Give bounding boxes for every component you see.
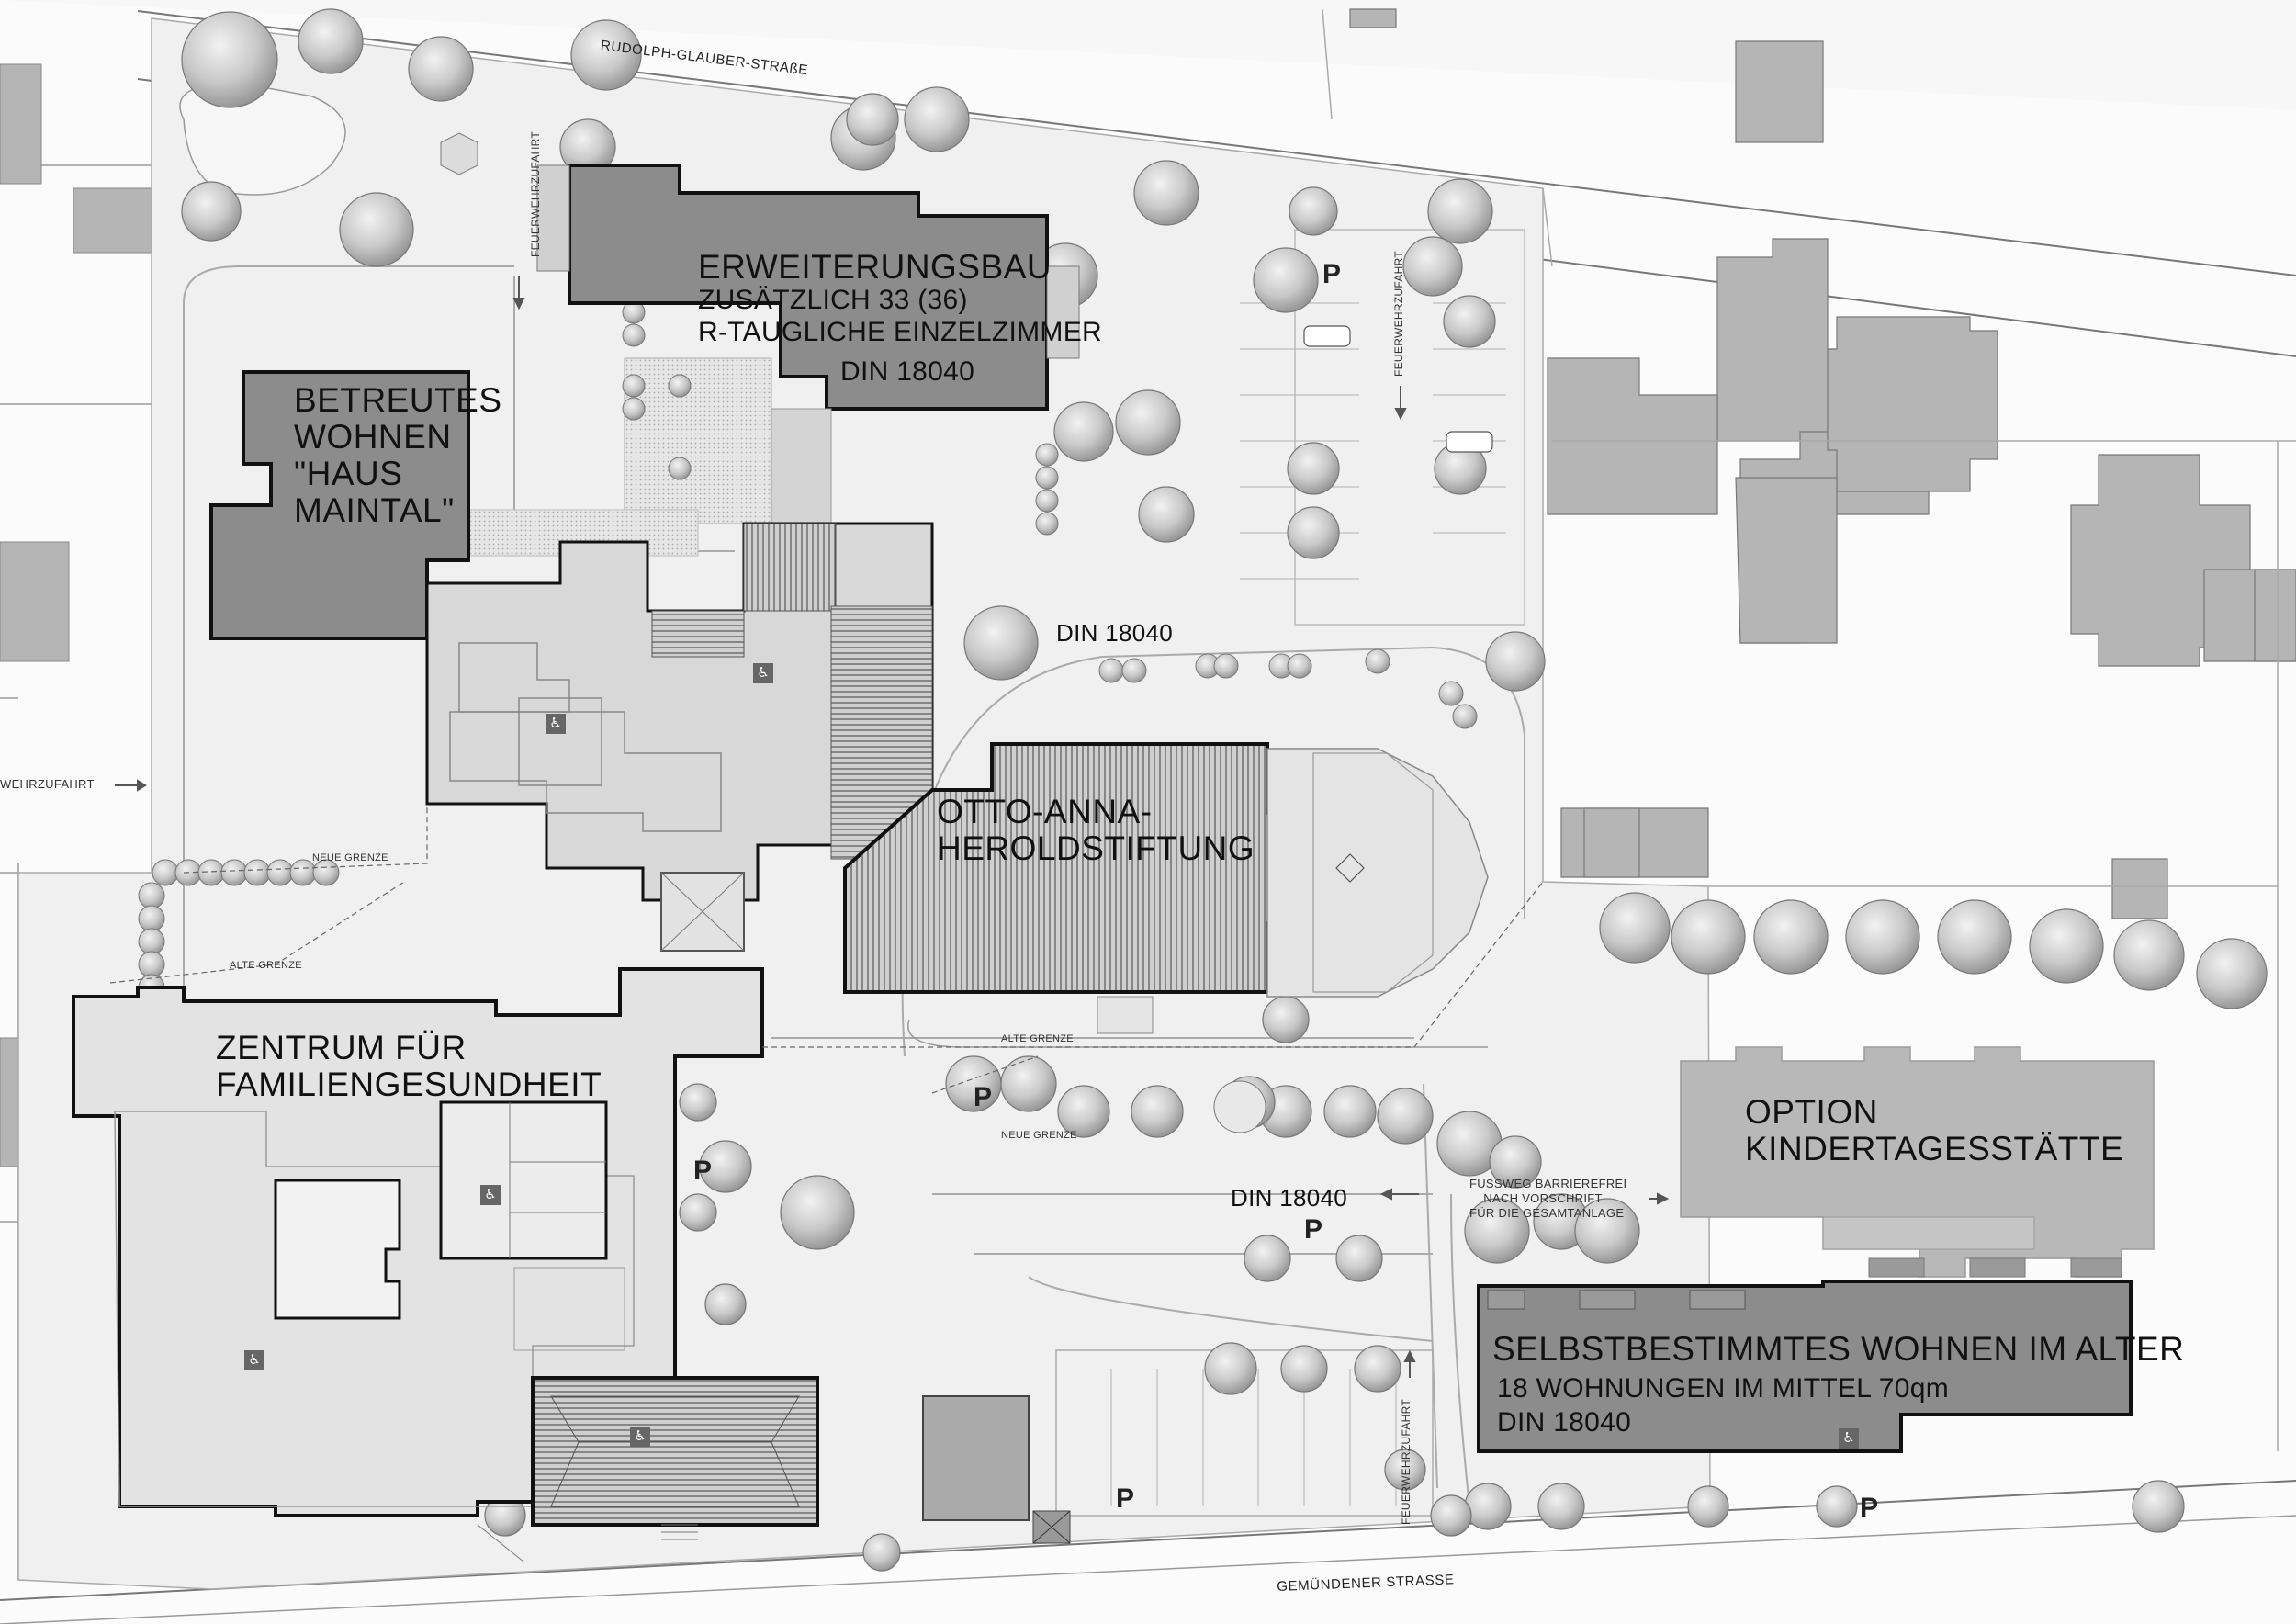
wheelchair-icon: ♿ [753,663,773,683]
family-health-label-2: FAMILIENGESUNDHEIT [216,1066,602,1103]
self-determined-living-building [1477,1280,2133,1453]
fire-access-north: FEUERWEHRZUFAHRT [529,130,542,257]
family-health-label-1: ZENTRUM FÜR [216,1029,467,1066]
daycare-label-2: KINDERTAGESSTÄTTE [1745,1130,2124,1167]
wheelchair-icon: ♿ [480,1185,501,1205]
din-south-label: DIN 18040 [1231,1184,1347,1212]
daycare-label-1: OPTION [1745,1093,1878,1131]
parking-symbol: P [974,1082,993,1112]
old-border-label-2: ALTE GRENZE [1001,1033,1074,1044]
assisted-living-label-1: BETREUTES [294,381,502,419]
west-houses [0,63,152,1167]
assisted-living-building [209,370,470,640]
parking-symbol: P [1860,1493,1879,1523]
parking-symbol: P [693,1156,713,1186]
shrubs [138,300,1478,1001]
parking-symbol: P [1116,1483,1135,1514]
fire-access-west: WEHRZUFAHRT [0,777,95,791]
footpath-label-3: FÜR DIE GESAMTANLAGE [1469,1206,1625,1220]
extension-line-2: R-TAUGLICHE EINZELZIMMER [698,317,1103,347]
footpath-label-2: NACH VORSCHRIFT [1483,1191,1603,1205]
new-border-label-2: NEUE GRENZE [1001,1130,1077,1141]
extension-building [568,164,1049,411]
wheelchair-icon: ♿ [630,1427,650,1447]
parking-symbol: P [1304,1214,1323,1245]
parking-symbol: P [1322,259,1342,289]
fire-access-south: FEUERWEHRZUFAHRT [1400,1398,1412,1525]
wheelchair-icon: ♿ [546,714,566,734]
extension-title: ERWEITERUNGSBAU [698,248,1052,286]
extension-line-1: ZUSÄTZLICH 33 (36) [698,285,968,315]
footpath-label-1: FUSSWEG BARRIEREFREI [1469,1177,1627,1190]
east-buildings [1349,8,2296,919]
new-border-label-1: NEUE GRENZE [312,852,388,863]
foundation-label-1: OTTO-ANNA- [937,793,1153,830]
foundation-label-2: HEROLDSTIFTUNG [937,829,1255,867]
din-center-label: DIN 18040 [1056,619,1173,647]
old-border-label-1: ALTE GRENZE [230,960,302,971]
assisted-living-label-3: "HAUS [294,455,403,492]
wheelchair-icon: ♿ [1839,1428,1859,1449]
self-determined-title: SELBSTBESTIMMTES WOHNEN IM ALTER [1492,1330,2185,1368]
assisted-living-label-2: WOHNEN [294,418,452,456]
extension-line-3: DIN 18040 [840,356,975,387]
wheelchair-icon: ♿ [244,1350,264,1370]
fire-access-parking: FEUERWEHRZUFAHRT [1392,250,1405,377]
assisted-living-label-4: MAINTAL" [294,491,455,529]
self-determined-line-2: DIN 18040 [1497,1407,1632,1438]
self-determined-line-1: 18 WOHNUNGEN IM MITTEL 70qm [1497,1373,1950,1404]
